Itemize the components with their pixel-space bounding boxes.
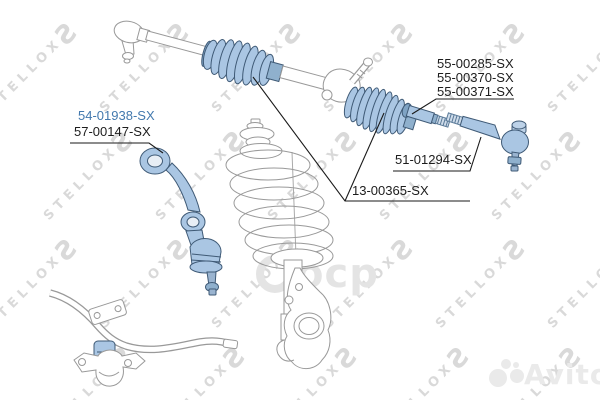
avito-logo-dot-top (501, 359, 511, 369)
part-number-51-01294: 51-01294-SX (395, 152, 472, 167)
part-number-55-00285: 55-00285-SX (437, 56, 514, 71)
stabilizer-bar-drawing (48, 289, 239, 387)
steering-knuckle-drawing (276, 267, 332, 369)
avito-logo-dot-right (510, 369, 524, 383)
stabilizer-bracket-drawing (73, 349, 146, 387)
outer-tie-rod-left-drawing (113, 20, 213, 64)
part-number-label-group-55: 55-00285-SX 55-00370-SX 55-00371-SX (437, 57, 514, 99)
avito-logo-dot-large (489, 369, 507, 387)
part-number-13-00365: 13-00365-SX (352, 183, 429, 198)
rack-tube-drawing (279, 65, 330, 91)
avito-watermark-text: Avito (524, 358, 600, 391)
part-number-57-00147: 57-00147-SX (74, 124, 151, 139)
leader-lines (70, 76, 514, 202)
inner-tie-rod-drawing (401, 103, 451, 128)
part-number-55-00371: 55-00371-SX (437, 84, 514, 99)
part-number-55-00370: 55-00370-SX (437, 70, 514, 85)
control-arm-drawing (139, 147, 223, 296)
left-bellows-boot-drawing (201, 39, 284, 86)
part-number-54-01938-link: 54-01938-SX (78, 108, 155, 123)
avito-logo-dot-tiny (513, 362, 519, 368)
outer-tie-rod-right-drawing (445, 112, 529, 172)
